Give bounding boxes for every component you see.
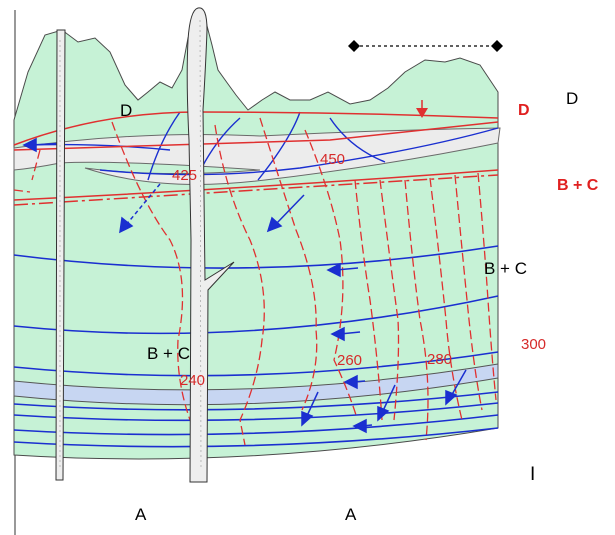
red-down-arrow bbox=[416, 100, 428, 118]
label-right-mark: I bbox=[530, 464, 536, 485]
contour-label-450: 450 bbox=[320, 151, 346, 168]
boundary-d-lower bbox=[13, 121, 499, 151]
terrain-body bbox=[13, 17, 499, 460]
strata-line-5 bbox=[13, 402, 499, 422]
label-d-inner: D bbox=[120, 101, 133, 120]
contour-425 bbox=[214, 124, 265, 446]
label-bc-mid: B + C bbox=[484, 259, 527, 278]
red-boundaries bbox=[13, 111, 499, 206]
contour-label-300: 300 bbox=[521, 336, 547, 353]
boundary-bc bbox=[13, 174, 499, 206]
label-d-right-black: D bbox=[566, 89, 579, 108]
well-columns bbox=[55, 7, 235, 483]
well-center bbox=[186, 7, 235, 483]
well-left bbox=[55, 29, 66, 481]
grey-lens-layer bbox=[13, 127, 501, 185]
contour-label-240: 240 bbox=[180, 372, 206, 389]
dotted-marker bbox=[348, 40, 503, 52]
strata-line-3 bbox=[13, 351, 499, 377]
label-bc-lower: B + C bbox=[147, 344, 190, 363]
strata-line-1 bbox=[13, 245, 499, 269]
contour-edge bbox=[31, 149, 41, 181]
contour-label-280: 280 bbox=[427, 351, 453, 368]
contour-430 bbox=[259, 117, 318, 411]
contour-495 bbox=[477, 172, 497, 401]
label-d-right-red: D bbox=[518, 102, 530, 119]
label-a-mid: A bbox=[345, 505, 357, 524]
flow-arrows bbox=[22, 137, 467, 434]
strata-line-4 bbox=[13, 391, 499, 411]
strata-line-6 bbox=[13, 414, 499, 436]
contour-450 bbox=[354, 179, 383, 421]
contour-490 bbox=[454, 174, 483, 411]
label-a-left: A bbox=[135, 505, 147, 524]
contour-label-260: 260 bbox=[337, 352, 363, 369]
strata-line-2 bbox=[13, 295, 499, 335]
contour-label-425: 425 bbox=[172, 167, 198, 184]
contour-470 bbox=[404, 179, 429, 441]
strata-line-7 bbox=[13, 427, 499, 448]
label-bc-right-red: B + C bbox=[557, 177, 599, 194]
contour-460 bbox=[379, 179, 400, 421]
contour-440 bbox=[304, 129, 357, 416]
boundary-bc-2 bbox=[13, 169, 499, 201]
boundary-d-upper bbox=[13, 111, 499, 146]
blue-strata-lines bbox=[13, 245, 499, 448]
contour-420 bbox=[111, 121, 191, 421]
blue-lower-layer bbox=[13, 363, 499, 406]
